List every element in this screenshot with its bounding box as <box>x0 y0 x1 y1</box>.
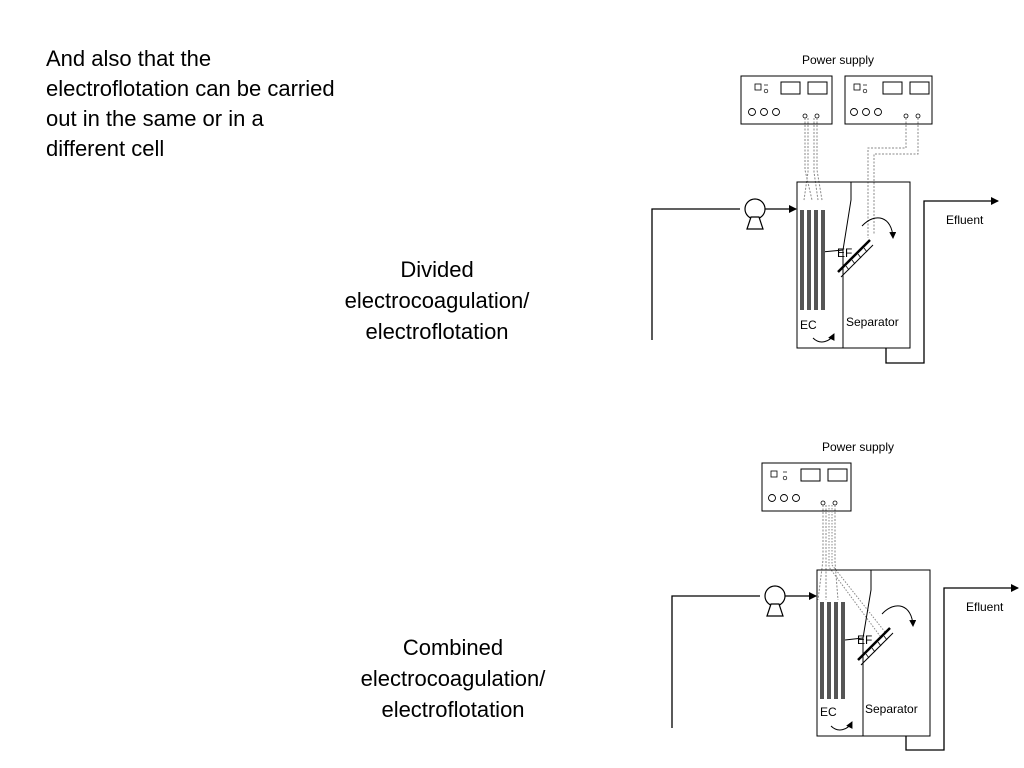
ef-label: EF <box>837 246 852 260</box>
flow-arrow <box>861 217 897 239</box>
effluent-label: Efluent <box>966 600 1004 614</box>
cell-partition <box>842 182 852 348</box>
caption-line: electrocoagulation/ <box>344 288 530 313</box>
outlet-pipe <box>905 584 1019 751</box>
combined-caption: Combined electrocoagulation/ electroflot… <box>323 632 583 725</box>
ec-electrodes <box>820 602 845 699</box>
caption-line: Divided <box>400 257 474 282</box>
pump-icon <box>744 198 766 230</box>
ef-wires <box>828 505 886 637</box>
ef-electrode <box>857 627 894 666</box>
pump-icon <box>764 585 786 617</box>
intro-line: electroflotation can be carried <box>46 76 335 101</box>
inlet-pipe <box>671 595 760 728</box>
caption-line: Combined <box>402 635 504 660</box>
ec-wires <box>817 505 839 601</box>
combined-diagram: Power supply <box>671 440 1019 751</box>
divided-diagram: Power supply <box>651 53 999 364</box>
effluent-label: Efluent <box>946 213 984 227</box>
ef-electrode <box>837 239 874 278</box>
flow-arrow <box>881 605 917 627</box>
separator-label: Separator <box>846 315 899 329</box>
ef-label: EF <box>857 633 872 647</box>
cell-body <box>816 569 931 737</box>
power-supply-unit <box>844 75 933 125</box>
power-supply-label: Power supply <box>822 440 894 454</box>
caption-line: electroflotation <box>381 697 525 722</box>
ef-wires <box>867 118 919 238</box>
power-supply-unit <box>740 75 833 125</box>
cell-body <box>796 181 911 349</box>
ec-label: EC <box>820 705 837 719</box>
cell-partition <box>862 570 872 736</box>
divided-caption: Divided electrocoagulation/ electroflota… <box>307 254 567 347</box>
ec-wires <box>803 118 823 201</box>
flow-arrow <box>830 721 853 731</box>
outlet-pipe <box>885 197 999 364</box>
intro-line: And also that the <box>46 46 212 71</box>
intro-text: And also that the electroflotation can b… <box>46 44 406 164</box>
intro-line: different cell <box>46 136 165 161</box>
caption-line: electrocoagulation/ <box>360 666 546 691</box>
power-supply-label: Power supply <box>802 53 874 67</box>
ec-electrodes <box>800 210 825 310</box>
caption-line: electroflotation <box>365 319 509 344</box>
inlet-pipe <box>651 208 740 340</box>
ec-label: EC <box>800 318 817 332</box>
intro-line: out in the same or in a <box>46 106 264 131</box>
separator-label: Separator <box>865 702 918 716</box>
flow-arrow <box>812 333 835 343</box>
power-supply-unit <box>761 462 852 512</box>
